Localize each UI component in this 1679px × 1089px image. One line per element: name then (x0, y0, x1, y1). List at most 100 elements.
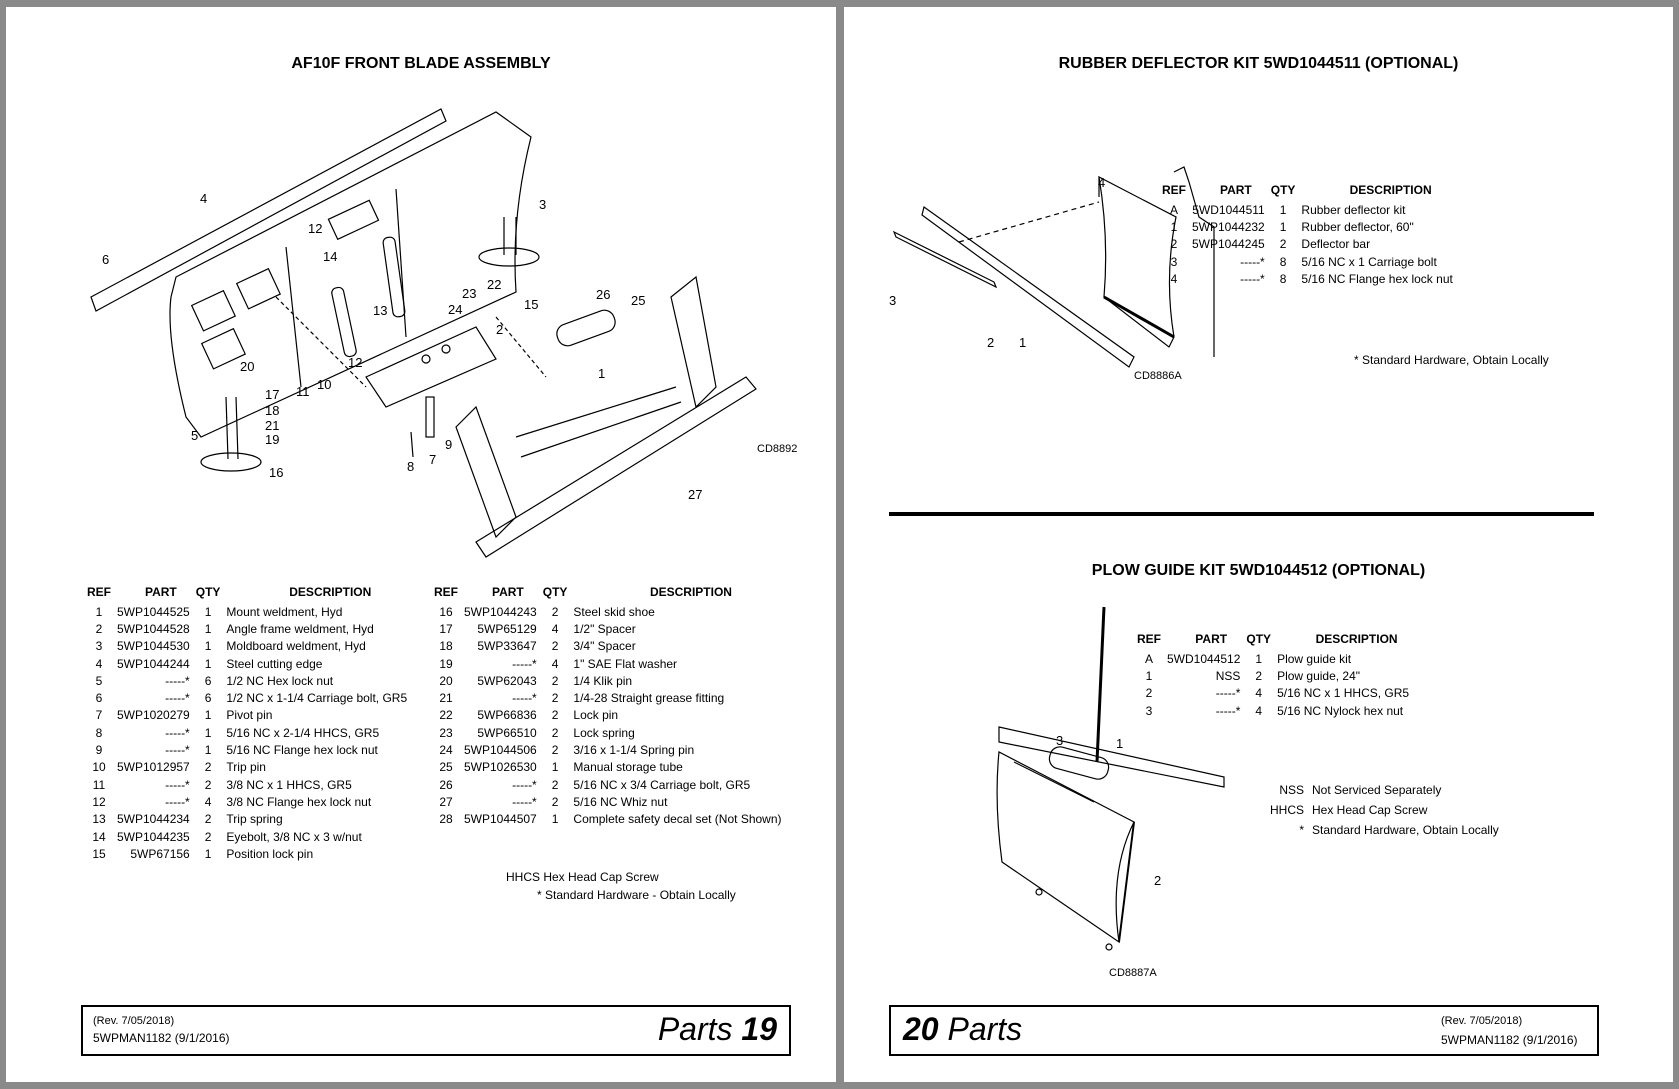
document-number: 5WPMAN1182 (9/1/2016) (93, 1031, 230, 1045)
cell-part: -----* (512, 691, 537, 706)
cell-ref: 18 (439, 639, 453, 654)
cell-ref: 2 (1170, 237, 1178, 252)
document-number: 5WPMAN1182 (9/1/2016) (1441, 1033, 1578, 1047)
cell-part: 5WP66510 (477, 725, 537, 740)
parts-word: Parts (947, 1011, 1023, 1047)
cell-desc: 5/16 NC Flange hex lock nut (226, 743, 378, 758)
cell-desc: Plow guide, 24" (1277, 668, 1361, 683)
cell-desc: Plow guide kit (1277, 651, 1352, 666)
svg-text:12: 12 (348, 355, 362, 370)
cell-ref: A (1144, 651, 1153, 666)
cell-qty: 1 (204, 846, 212, 861)
svg-text:CD8887A: CD8887A (1109, 967, 1157, 979)
page-number: 19 (741, 1011, 777, 1047)
cell-part: -----* (1215, 686, 1241, 701)
cell-part: -----* (512, 656, 537, 671)
cell-part: -----* (165, 743, 190, 758)
cell-qty: 2 (551, 604, 559, 619)
cell-qty: 1 (204, 621, 212, 636)
cell-ref: 6 (95, 691, 103, 706)
cell-part: -----* (1240, 271, 1265, 286)
cell-desc: Rubber deflector, 60" (1301, 219, 1414, 234)
svg-text:15: 15 (524, 297, 538, 312)
cell-part: -----* (165, 673, 190, 688)
cell-part: 5WP1044530 (117, 639, 190, 654)
cell-ref: 14 (92, 829, 106, 844)
cell-desc: Trip pin (226, 760, 266, 775)
svg-text:13: 13 (373, 303, 387, 318)
cell-qty: 4 (1255, 686, 1263, 701)
header-part: PART (1195, 632, 1228, 646)
svg-text:3: 3 (889, 293, 896, 308)
cell-qty: 1 (551, 812, 559, 827)
svg-text:CD8892: CD8892 (757, 443, 797, 455)
cell-part: 5WP1044528 (117, 621, 190, 636)
cell-ref: 4 (1170, 271, 1178, 286)
cell-ref: 27 (439, 794, 453, 809)
cell-ref: 2 (1145, 686, 1153, 701)
cell-desc: 3/16 x 1-1/4 Spring pin (573, 743, 695, 758)
cell-qty: 2 (204, 812, 212, 827)
page-footer: (Rev. 7/05/2018) 5WPMAN1182 (9/1/2016) P… (81, 1005, 791, 1056)
abbreviation-value: Standard Hardware, Obtain Locally (1312, 823, 1499, 837)
cell-ref: 1 (1170, 219, 1178, 234)
cell-ref: 13 (92, 812, 106, 827)
abbreviation-key: HHCS (1269, 803, 1304, 817)
svg-text:23: 23 (462, 286, 476, 301)
cell-part: -----* (512, 794, 537, 809)
header-ref: REF (87, 585, 111, 599)
cell-ref: 12 (92, 794, 106, 809)
cell-qty: 2 (551, 673, 559, 688)
svg-text:10: 10 (317, 377, 331, 392)
section-divider (889, 512, 1594, 516)
cell-desc: 3/8 NC Flange hex lock nut (226, 794, 372, 809)
cell-desc: Position lock pin (226, 846, 314, 861)
cell-desc: Moldboard weldment, Hyd (226, 639, 366, 654)
abbreviation-value: Hex Head Cap Screw (1312, 803, 1428, 817)
cell-qty: 2 (551, 777, 559, 792)
svg-text:16: 16 (269, 465, 283, 480)
cell-qty: 8 (1279, 271, 1287, 286)
deflector-kit-title: RUBBER DEFLECTOR KIT 5WD1044511 (OPTIONA… (1058, 55, 1459, 72)
cell-qty: 2 (551, 639, 559, 654)
deflector-diagram: 1 2 3 4 CD8886A (884, 157, 1234, 387)
cell-part: 5WP66836 (477, 708, 537, 723)
cell-ref: 24 (439, 743, 453, 758)
cell-qty: 4 (204, 794, 212, 809)
cell-desc: 3/8 NC x 1 HHCS, GR5 (226, 777, 352, 792)
cell-qty: 8 (1279, 254, 1287, 269)
svg-text:20: 20 (240, 359, 254, 374)
svg-text:22: 22 (487, 277, 501, 292)
cell-qty: 1 (1279, 219, 1287, 234)
header-part: PART (491, 585, 524, 599)
svg-text:8: 8 (407, 459, 414, 474)
cell-ref: 25 (439, 760, 453, 775)
svg-text:9: 9 (445, 437, 452, 452)
svg-text:26: 26 (596, 287, 610, 302)
svg-text:11: 11 (296, 384, 310, 399)
cell-qty: 1 (204, 604, 212, 619)
svg-text:2: 2 (496, 322, 503, 337)
cell-desc: Angle frame weldment, Hyd (226, 621, 374, 636)
cell-desc: 5/16 NC Nylock hex nut (1277, 703, 1404, 718)
cell-ref: 9 (95, 743, 103, 758)
cell-ref: 17 (439, 621, 453, 636)
